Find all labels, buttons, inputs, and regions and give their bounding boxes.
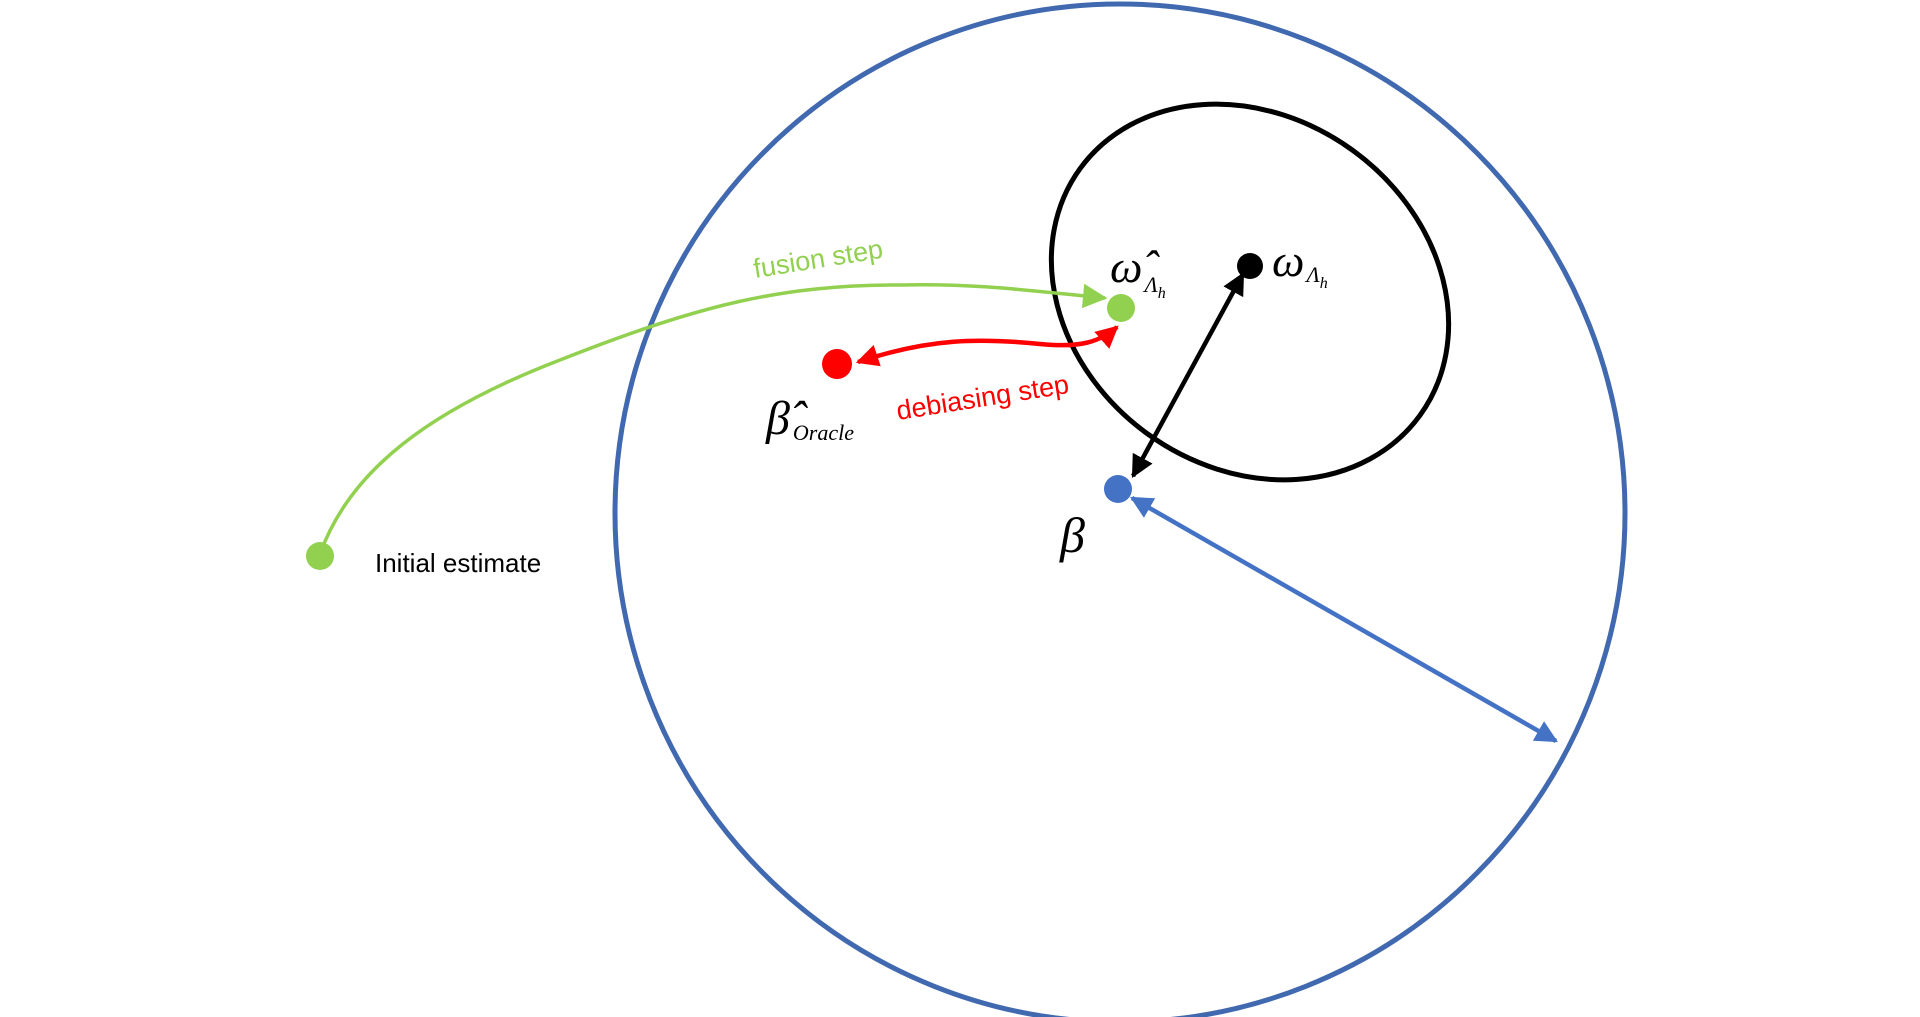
fusion-step-label: fusion step: [751, 234, 885, 284]
radius-arrow: [1130, 496, 1558, 743]
beta-hat-oracle-label: β̂Oracle: [765, 392, 854, 445]
beta-hat-oracle-point: [822, 349, 852, 379]
debiasing-step-arrow: [855, 325, 1119, 367]
omega-beta-arrow: [1131, 272, 1245, 478]
omega-sub: Λ: [1304, 262, 1320, 287]
debiasing-step-label: debiasing step: [894, 369, 1071, 426]
omega-symbol: ω: [1272, 235, 1304, 286]
omega-label: ωΛh: [1272, 235, 1328, 292]
initial-estimate-label: Initial estimate: [375, 548, 541, 578]
fusion-step-curve: [318, 282, 1108, 555]
outer-circle: [612, 1, 1628, 1017]
omega-hat-subsub: h: [1158, 285, 1166, 302]
omega-hat-point: [1107, 294, 1135, 322]
initial-estimate-point: [306, 542, 334, 570]
omega-hat-sub: Λ: [1142, 272, 1158, 297]
omega-subsub: h: [1320, 275, 1328, 292]
beta-point: [1104, 475, 1132, 503]
omega-hat-label: ω̂Λh: [1110, 241, 1166, 302]
beta-label: β: [1059, 507, 1085, 563]
omega-point: [1237, 253, 1263, 279]
beta-hat-sub: Oracle: [793, 420, 854, 445]
